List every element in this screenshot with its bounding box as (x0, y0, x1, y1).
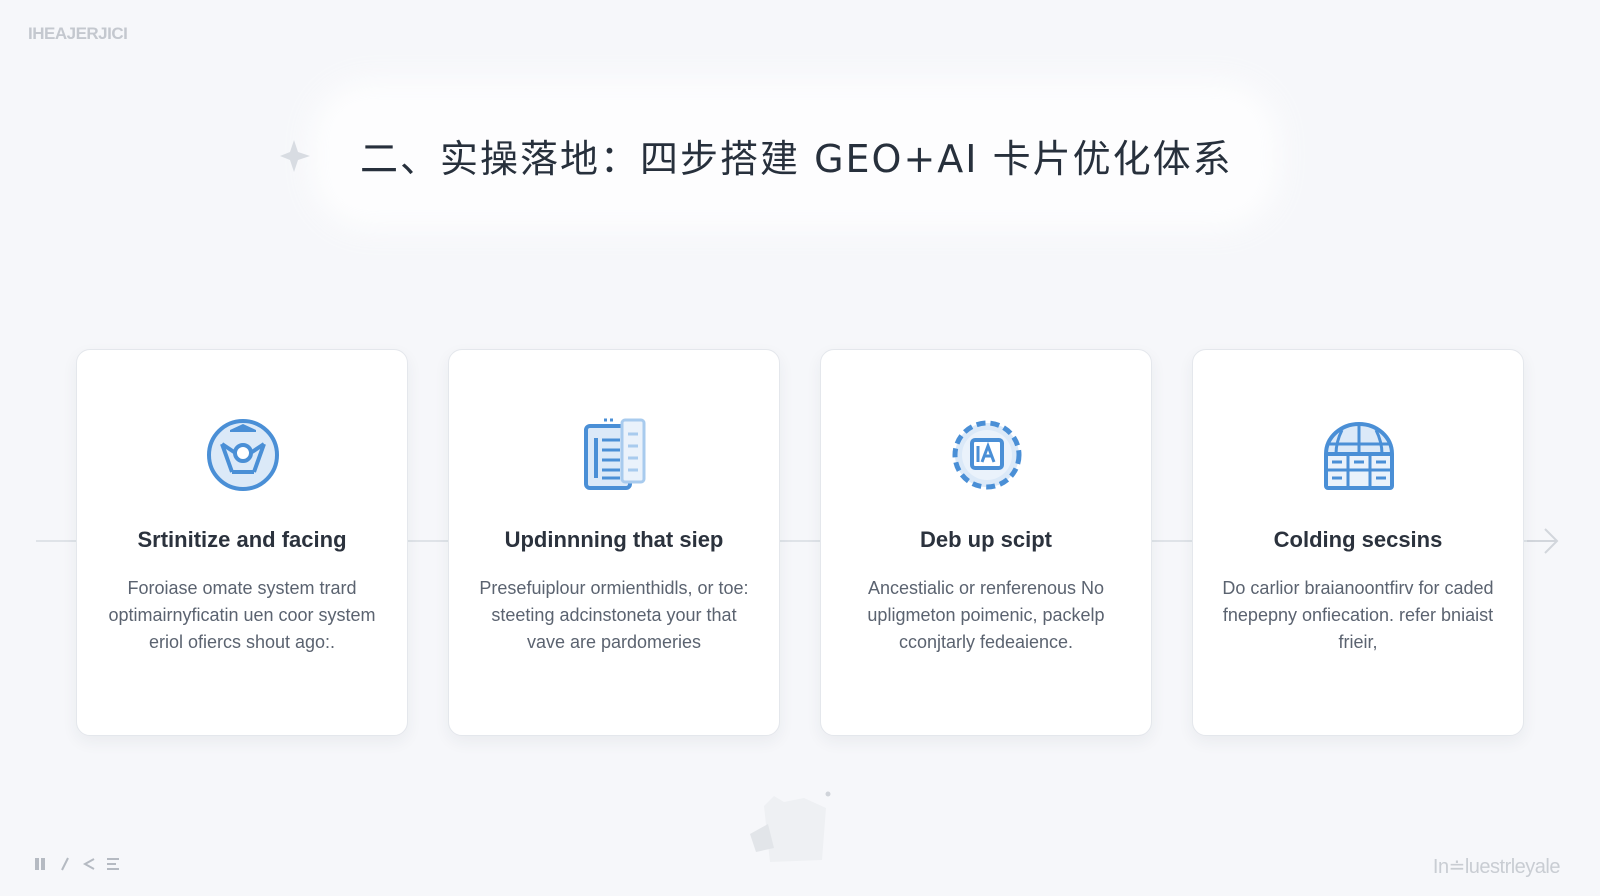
timeline-line (36, 540, 1556, 542)
card-description: Presefuiplour ormienthidls, or toe: stee… (479, 578, 749, 652)
card-description: Foroiase omate system trard optimairnyfi… (108, 578, 376, 652)
header-watermark: IHEAJERJICI (28, 24, 128, 43)
step-card-3[interactable]: Deb up scipt Ancestialic or renferenous … (820, 349, 1152, 736)
brand-watermark: In≐luestrleyale (1432, 856, 1561, 878)
card-title: Deb up scipt (919, 527, 1052, 552)
step-card-2[interactable]: Updinnning that siep Presefuiplour ormie… (448, 349, 780, 736)
step-card-4[interactable]: Colding secsins Do carlior braianoontfir… (1192, 349, 1524, 736)
page-title: 二、实操落地：四步搭建 GEO+AI 卡片优化体系 (360, 137, 1233, 181)
card-title: Updinnning that siep (504, 527, 724, 552)
decorative-shape (750, 791, 831, 862)
card-description: Ancestialic or renferenous No upligmeton… (867, 578, 1105, 652)
pause-icon[interactable] (34, 856, 48, 872)
shield-badge-icon (207, 419, 279, 491)
ai-gear-icon (952, 420, 1022, 490)
title-highlight (330, 100, 1260, 210)
sparkle-icon (280, 140, 310, 172)
arrow-right-icon (1527, 528, 1559, 554)
chevron-icon[interactable] (82, 856, 96, 872)
card-title: Colding secsins (1273, 527, 1443, 552)
document-list-icon (584, 418, 646, 490)
slash-icon[interactable] (58, 856, 72, 872)
footer-toolbar (34, 856, 120, 872)
card-description: Do carlior braianoontfirv for caded fnep… (1222, 578, 1494, 652)
menu-icon[interactable] (106, 856, 120, 872)
step-card-1[interactable]: Srtinitize and facing Foroiase omate sys… (76, 349, 408, 736)
globe-grid-icon (1323, 422, 1395, 490)
card-title: Srtinitize and facing (137, 527, 347, 552)
